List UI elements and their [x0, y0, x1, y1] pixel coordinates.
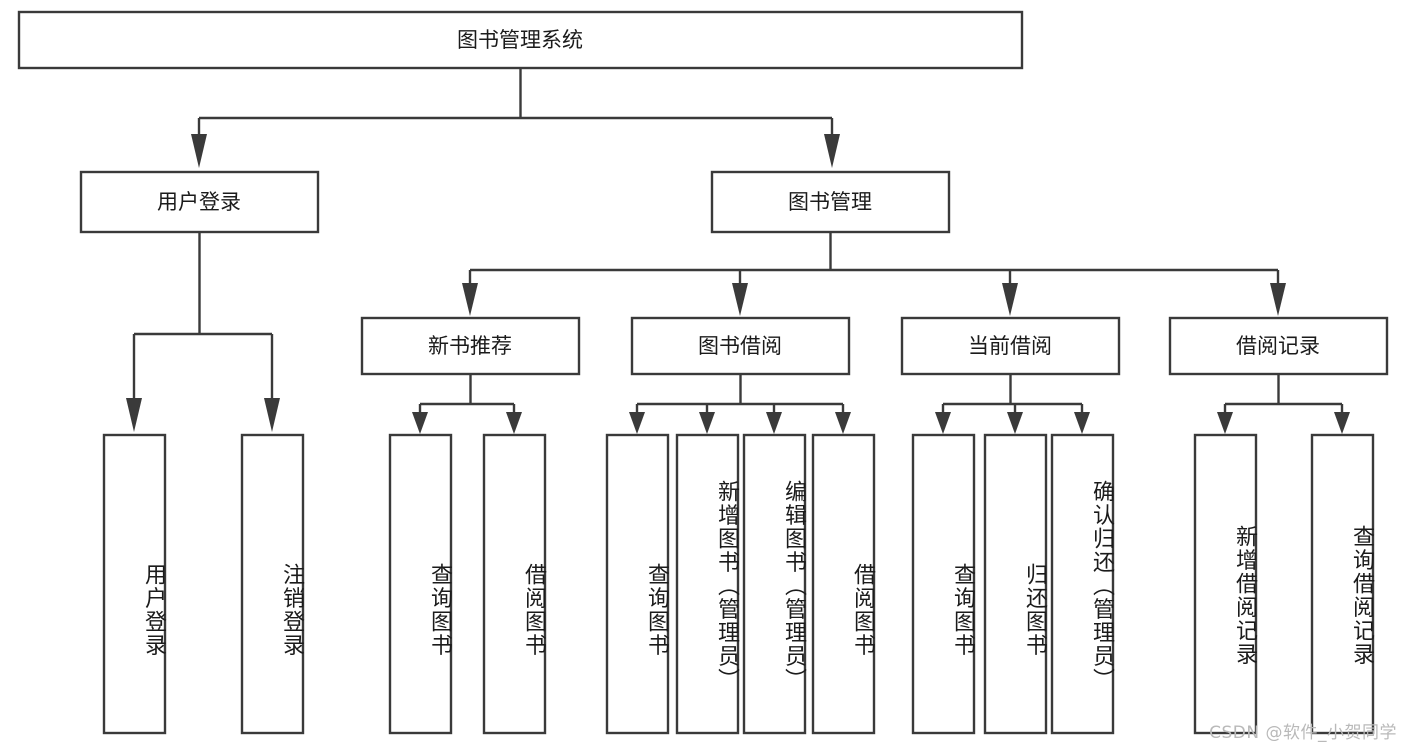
node-box-borrow-record[interactable]: [1168, 316, 1389, 376]
leaf-label-add-record: 新增借阅记录: [1232, 524, 1257, 666]
node-label-root: 图书管理系统: [457, 28, 583, 52]
node-box-leaf-borrow-book-1[interactable]: [482, 433, 547, 735]
arrow-to-leaf-add-record: [1217, 412, 1233, 434]
node-box-leaf-confirm-return[interactable]: [1050, 433, 1115, 735]
leaf-label-add-book: 新增图书（管理员）: [714, 479, 739, 692]
arrow-to-leaf-user-login: [126, 398, 142, 432]
arrow-root-to-book-manage: [824, 134, 840, 168]
nodes-group: 图书管理系统 用户登录 图书管理 新书推荐 图书借阅 当前借阅 借阅记录: [17, 10, 1389, 735]
node-box-new-book-recommend[interactable]: [360, 316, 581, 376]
arrow-to-leaf-query-book-3: [935, 412, 951, 434]
node-label-book-manage: 图书管理: [788, 190, 872, 214]
arrow-to-leaf-borrow-book-1: [506, 412, 522, 434]
arrow-to-leaf-query-book-2: [629, 412, 645, 434]
leaf-label-query-book-2: 查询图书: [644, 563, 669, 657]
leaf-label-query-book-3: 查询图书: [950, 563, 975, 657]
node-box-leaf-query-book-1[interactable]: [388, 433, 453, 735]
node-box-leaf-user-login[interactable]: [102, 433, 167, 735]
leaf-label-query-book-1: 查询图书: [427, 563, 452, 657]
arrow-to-leaf-return-book: [1007, 412, 1023, 434]
node-box-user-login[interactable]: [79, 170, 320, 234]
leaf-label-logout-login: 注销登录: [279, 563, 304, 657]
node-box-book-manage[interactable]: [710, 170, 951, 234]
node-box-leaf-edit-book[interactable]: [742, 433, 807, 735]
node-box-leaf-add-record[interactable]: [1193, 433, 1258, 735]
arrow-to-new-book-recommend: [462, 283, 478, 316]
node-box-leaf-logout-login[interactable]: [240, 433, 305, 735]
watermark-text: CSDN @软件_小贺同学: [1209, 723, 1397, 743]
leaf-label-borrow-book-1: 借阅图书: [521, 563, 546, 657]
leaf-label-query-record: 查询借阅记录: [1349, 524, 1374, 666]
arrow-to-leaf-edit-book: [766, 412, 782, 434]
node-box-current-borrow[interactable]: [900, 316, 1121, 376]
node-label-user-login: 用户登录: [157, 190, 241, 214]
arrow-to-leaf-logout-login: [264, 398, 280, 432]
arrow-root-to-user-login: [191, 134, 207, 168]
edges-group: [126, 68, 1350, 434]
node-label-current-borrow: 当前借阅: [968, 334, 1052, 358]
arrow-to-borrow-record: [1270, 283, 1286, 316]
arrow-to-book-borrow: [732, 283, 748, 316]
node-box-leaf-query-book-3[interactable]: [911, 433, 976, 735]
arrow-to-leaf-query-book-1: [412, 412, 428, 434]
node-box-leaf-query-book-2[interactable]: [605, 433, 670, 735]
arrow-to-leaf-query-record: [1334, 412, 1350, 434]
leaf-label-borrow-book-2: 借阅图书: [850, 563, 875, 657]
leaf-label-return-book: 归还图书: [1022, 563, 1047, 657]
node-box-root[interactable]: [17, 10, 1024, 70]
leaf-label-user-login: 用户登录: [141, 563, 166, 657]
node-label-new-book-recommend: 新书推荐: [428, 334, 512, 358]
leaf-label-edit-book: 编辑图书（管理员）: [781, 479, 806, 692]
arrow-to-current-borrow: [1002, 283, 1018, 316]
node-box-leaf-add-book[interactable]: [675, 433, 740, 735]
leaf-label-confirm-return: 确认归还（管理员）: [1089, 479, 1114, 692]
node-box-leaf-return-book[interactable]: [983, 433, 1048, 735]
node-label-book-borrow: 图书借阅: [698, 334, 782, 358]
node-box-leaf-query-record[interactable]: [1310, 433, 1375, 735]
node-box-book-borrow[interactable]: [630, 316, 851, 376]
arrow-to-leaf-add-book: [699, 412, 715, 434]
arrow-to-leaf-confirm-return: [1074, 412, 1090, 434]
arrow-to-leaf-borrow-book-2: [835, 412, 851, 434]
node-box-leaf-borrow-book-2[interactable]: [811, 433, 876, 735]
node-label-borrow-record: 借阅记录: [1236, 334, 1320, 358]
